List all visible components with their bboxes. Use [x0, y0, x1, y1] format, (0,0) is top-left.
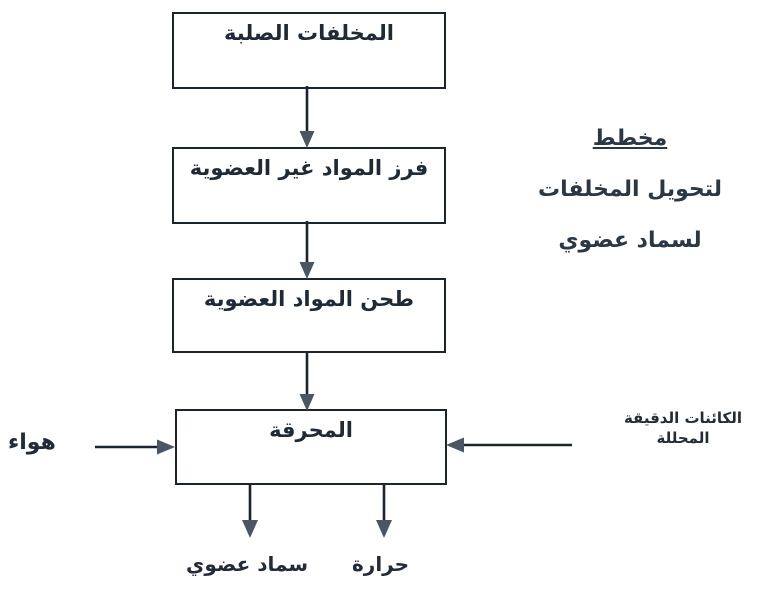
diagram-title-block: مخطط لتحويل المخلفات لسماد عضوي: [505, 126, 755, 253]
label-heat-output: حرارة: [352, 552, 410, 576]
process-box-label: المخلفات الصلبة: [224, 21, 394, 45]
output-arrow-heat: [365, 483, 405, 541]
label-compost-output: سماد عضوي: [186, 552, 309, 576]
process-box-sort-inorganic: فرز المواد غير العضوية: [172, 147, 446, 224]
input-arrow-air: [95, 434, 179, 460]
connector-box3-to-box4: [287, 351, 329, 413]
process-box-grind-organic: طحن المواد العضوية: [172, 278, 446, 353]
process-box-label: طحن المواد العضوية: [203, 287, 415, 311]
diagram-title-line-2: لتحويل المخلفات: [537, 177, 723, 202]
connector-box1-to-box2: [287, 86, 329, 150]
process-box-solid-waste: المخلفات الصلبة: [172, 12, 446, 89]
process-box-incinerator: المحرقة: [175, 409, 447, 485]
process-box-label: فرز المواد غير العضوية: [189, 156, 429, 180]
output-arrow-compost: [231, 483, 271, 541]
connector-box2-to-box3: [287, 221, 329, 281]
input-arrow-microbes: [444, 432, 576, 458]
label-air: هواء: [8, 430, 56, 455]
process-box-label: المحرقة: [269, 418, 353, 442]
diagram-title-line-1: مخطط: [592, 126, 668, 151]
label-microbes: الكائنات الدقيقة المحللة: [623, 409, 743, 448]
diagram-title-line-3: لسماد عضوي: [558, 228, 702, 253]
